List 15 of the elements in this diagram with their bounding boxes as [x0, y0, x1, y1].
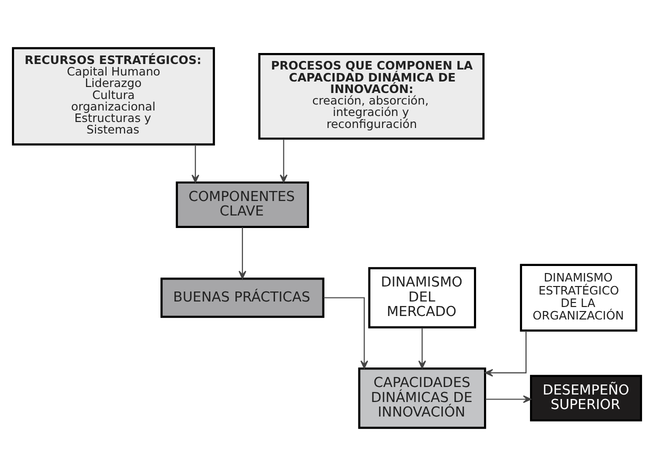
node-box: BUENAS PRÁCTICAS [160, 278, 324, 318]
arrow [418, 328, 426, 369]
arrow [192, 144, 200, 183]
node-box: DINAMISMO ESTRATÉGICO DE LA ORGANIZACIÓN [520, 264, 638, 332]
arrow [484, 330, 527, 377]
node-box: CAPACIDADES DINÁMICAS DE INNOVACIÓN [358, 368, 486, 429]
arrow [323, 297, 368, 369]
node-box: PROCESOS QUE COMPONEN LA CAPACIDAD DINÁMICA DE INNOVACÓN: creación, absorción, integración y reconfiguración [258, 52, 485, 140]
arrow [486, 395, 532, 404]
node-box: COMPONENTES CLAVE [176, 181, 310, 228]
node-box: DESEMPEÑO SUPERIOR [530, 374, 642, 422]
node-box: DINAMISMO DEL MERCADO [368, 267, 476, 328]
node-box: RECURSOS ESTRATÉGICOS: Capital Humano Liderazgo Cultura organizacional Estructuras y Sistemas [12, 47, 215, 146]
arrow [238, 227, 246, 280]
arrow [280, 138, 288, 183]
